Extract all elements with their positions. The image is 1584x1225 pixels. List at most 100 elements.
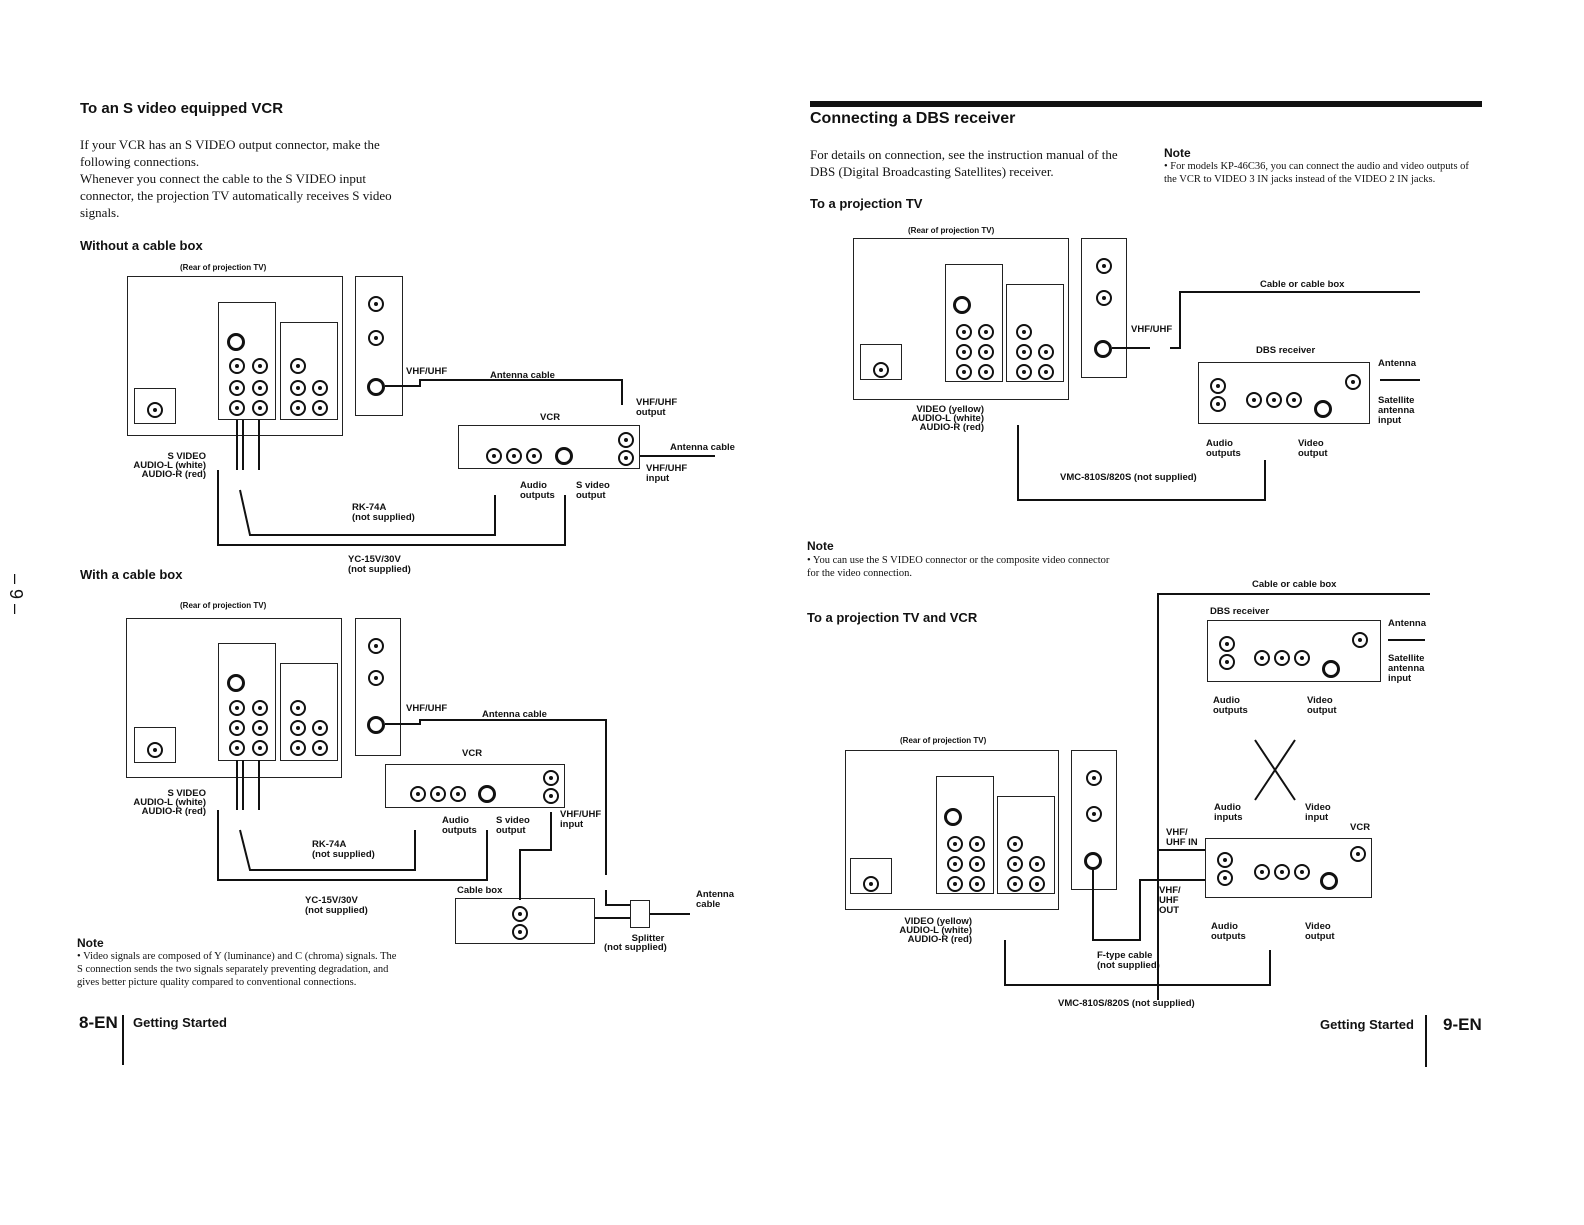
video-output-label: Video output — [1298, 438, 1328, 459]
vcr-in-jack — [543, 788, 559, 804]
dbs-audio-l-jack — [1246, 392, 1262, 408]
section-title-svideo-vcr: To an S video equipped VCR — [80, 100, 284, 117]
video-in-block — [936, 776, 994, 894]
vcr-in-jack — [1217, 852, 1233, 868]
yc15v-ns-label: (not supplied) — [348, 564, 411, 575]
note-1-title: Note — [1164, 146, 1191, 160]
video-in-block — [218, 302, 276, 420]
monitor-out-block — [997, 796, 1055, 894]
aux-jack — [1086, 770, 1102, 786]
svideo-cable-label: S VIDEO — [167, 788, 206, 799]
audio-l-jack — [956, 344, 972, 360]
converter-jack — [1096, 290, 1112, 306]
audio-l-cable-label: AUDIO-L (white) — [133, 460, 206, 471]
antenna-cable-label: Antenna cable — [482, 709, 547, 720]
audio2-r-jack — [252, 400, 268, 416]
video-yellow-label: VIDEO (yellow) — [916, 404, 984, 415]
video-output-label: Video output — [1307, 695, 1337, 716]
audio2-l-jack — [969, 856, 985, 872]
monitor-var-l-jack — [1038, 344, 1054, 360]
vmc-cable-label: VMC-810S/820S (not supplied) — [1058, 998, 1195, 1009]
monitor-audio-l-jack — [1016, 344, 1032, 360]
vcr-aux-jack — [1350, 846, 1366, 862]
vcr-audio-l-jack — [410, 786, 426, 802]
vcr-video-jack — [450, 786, 466, 802]
dbs-antenna-jack — [1352, 632, 1368, 648]
vhf-uhf-jack — [1084, 852, 1102, 870]
subheading-to-tv-and-vcr: To a projection TV and VCR — [807, 610, 978, 625]
monitor-audio-r-jack — [1016, 364, 1032, 380]
monitor-video-jack — [290, 700, 306, 716]
audio2-l-jack — [252, 720, 268, 736]
video-output-2-label: Video output — [1305, 921, 1335, 942]
note-title: Note — [77, 936, 104, 950]
footer-divider — [122, 1015, 124, 1065]
audio2-l-jack — [252, 380, 268, 396]
audio2-r-jack — [252, 740, 268, 756]
audio-l-jack — [229, 380, 245, 396]
antenna-cable-label: Antenna cable — [490, 370, 555, 381]
dbs-audio-l-jack — [1254, 650, 1270, 666]
vcr-audio-l-jack — [486, 448, 502, 464]
dbs-receiver-label: DBS receiver — [1210, 606, 1270, 617]
monitor-audio-var-r-jack — [312, 400, 328, 416]
svideo-jack — [227, 333, 245, 351]
cable-or-cable-box-label: Cable or cable box — [1252, 579, 1337, 590]
vhf-output-label: VHF/UHF output — [636, 397, 678, 418]
audio-r-red-label: AUDIO-R (red) — [919, 422, 984, 433]
converter-jack — [368, 330, 384, 346]
dbs-antenna-jack — [1345, 374, 1361, 390]
intro-paragraph-1: If your VCR has an S VIDEO output connec… — [80, 137, 380, 169]
video2-jack — [252, 700, 268, 716]
audio-r-cable-label: AUDIO-R (red) — [141, 806, 206, 817]
margin-page-mark: – 9 – — [6, 574, 26, 615]
dbs-receiver-box — [1207, 620, 1381, 682]
audio-r-jack — [229, 400, 245, 416]
dbs-in-jack — [1210, 378, 1226, 394]
monitor-audio-r-jack — [290, 740, 306, 756]
control-s-jack — [147, 402, 163, 418]
svideo-jack — [944, 808, 962, 826]
vcr-audio-r-jack — [430, 786, 446, 802]
yc15v-label: YC-15V/30V — [348, 554, 401, 565]
monitor-video-jack — [290, 358, 306, 374]
vhf-uhf-label: VHF/UHF — [406, 366, 448, 377]
dbs-receiver-box — [1198, 362, 1370, 424]
monitor-var-r-jack — [1029, 876, 1045, 892]
antenna-cable-3-label: Antenna cable — [696, 889, 734, 910]
svideo-cable-label: S VIDEO — [167, 451, 206, 462]
antenna-label: Antenna — [1378, 358, 1416, 369]
splitter — [630, 900, 650, 928]
vcr-video-jack — [1294, 864, 1310, 880]
video-yellow-label: VIDEO (yellow) — [904, 916, 972, 927]
rear-label: (Rear of projection TV) — [180, 601, 267, 610]
audio2-r-jack — [978, 364, 994, 380]
svideo-jack — [953, 296, 971, 314]
monitor-var-r-jack — [1038, 364, 1054, 380]
vcr-video-jack — [526, 448, 542, 464]
audio-r-jack — [947, 876, 963, 892]
audio2-r-jack — [969, 876, 985, 892]
monitor-video-jack — [1016, 324, 1032, 340]
dbs-in-jack — [1219, 636, 1235, 652]
satellite-antenna-label: Satellite antenna input — [1378, 395, 1415, 426]
video-jack — [956, 324, 972, 340]
aux-jack — [368, 638, 384, 654]
dbs-intro: For details on connection, see the instr… — [810, 147, 1118, 179]
control-s-jack — [863, 876, 879, 892]
antenna-cable-line — [385, 379, 623, 405]
cable-box-in-jack — [512, 924, 528, 940]
audio-l-jack — [947, 856, 963, 872]
audio-l-white-label: AUDIO-L (white) — [911, 413, 984, 424]
subheading-without-cable-box: Without a cable box — [80, 238, 203, 253]
rk74a-ns-label: (not supplied) — [312, 849, 375, 860]
footer-section-left: Getting Started — [133, 1015, 227, 1030]
vcr-audio-r-jack — [506, 448, 522, 464]
vcr-label: VCR — [1350, 822, 1371, 833]
svideo-output-label: S video output — [496, 815, 530, 836]
vcr-in-jack — [618, 450, 634, 466]
vcr-out-jack — [1217, 870, 1233, 886]
video2-jack — [969, 836, 985, 852]
yc15v-line — [217, 470, 566, 546]
rear-label: (Rear of projection TV) — [900, 736, 987, 745]
